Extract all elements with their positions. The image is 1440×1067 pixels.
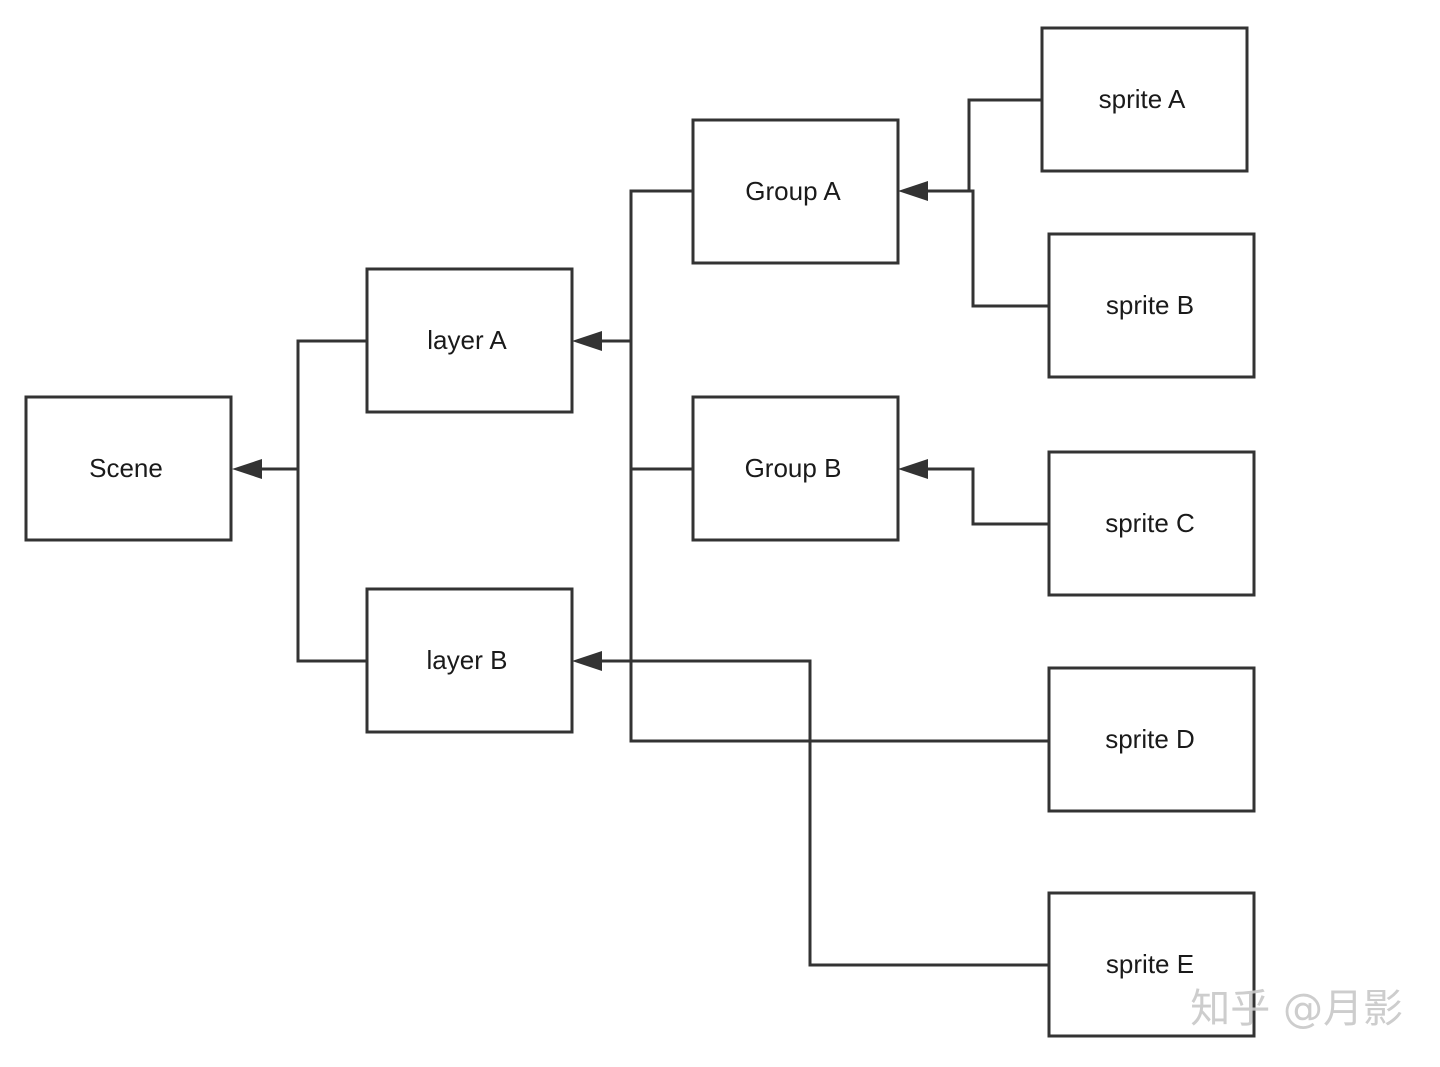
node-group-b: Group B — [691, 395, 900, 542]
arrowhead-layer-b — [572, 651, 602, 671]
edge-group-a-to-layer-a — [602, 189, 693, 343]
node-label-sprite-b: sprite B — [1106, 290, 1194, 320]
node-layer-b: layer B — [365, 587, 574, 734]
node-label-sprite-a: sprite A — [1099, 84, 1186, 114]
node-label-scene: Scene — [89, 453, 163, 483]
node-label-layer-b: layer B — [427, 645, 508, 675]
arrowhead-scene — [232, 459, 262, 479]
node-box — [1047, 450, 1256, 597]
node-box — [365, 267, 574, 414]
edge-layer-b-to-scene — [296, 469, 367, 663]
node-sprite-c: sprite C — [1047, 450, 1256, 597]
arrowhead-layer-a — [572, 331, 602, 351]
edge-sprite-e-to-layer-b — [602, 659, 1049, 967]
watermark-text: 知乎 @月影 — [1190, 986, 1403, 1032]
node-box — [1040, 26, 1249, 173]
node-box — [1047, 666, 1256, 813]
node-label-sprite-c: sprite C — [1105, 508, 1195, 538]
edge-sprite-d-to-layer-a — [629, 469, 1049, 743]
node-box — [691, 118, 900, 265]
node-box — [1047, 891, 1256, 1038]
node-label-layer-a: layer A — [427, 325, 507, 355]
edge-sprite-c-to-group-b — [928, 467, 1049, 526]
node-sprite-d: sprite D — [1047, 666, 1256, 813]
edge-layer-a-to-scene — [262, 339, 367, 471]
node-label-group-b: Group B — [745, 453, 842, 483]
node-box — [691, 395, 900, 542]
node-sprite-e: sprite E — [1047, 891, 1256, 1038]
node-scene: Scene — [24, 395, 233, 542]
node-group-a: Group A — [691, 118, 900, 265]
node-label-group-a: Group A — [745, 176, 841, 206]
edge-group-b-to-layer-a — [629, 341, 693, 471]
node-box — [1047, 232, 1256, 379]
node-label-sprite-d: sprite D — [1105, 724, 1195, 754]
edge-sprite-b-to-group-a — [928, 189, 1049, 308]
node-label-sprite-e: sprite E — [1106, 949, 1194, 979]
arrowhead-group-a — [898, 181, 928, 201]
node-box — [24, 395, 233, 542]
node-sprite-a: sprite A — [1040, 26, 1249, 173]
node-layer-a: layer A — [365, 267, 574, 414]
arrowhead-group-b — [898, 459, 928, 479]
node-box — [365, 587, 574, 734]
edge-sprite-a-to-group-a — [928, 98, 1042, 193]
node-sprite-b: sprite B — [1047, 232, 1256, 379]
